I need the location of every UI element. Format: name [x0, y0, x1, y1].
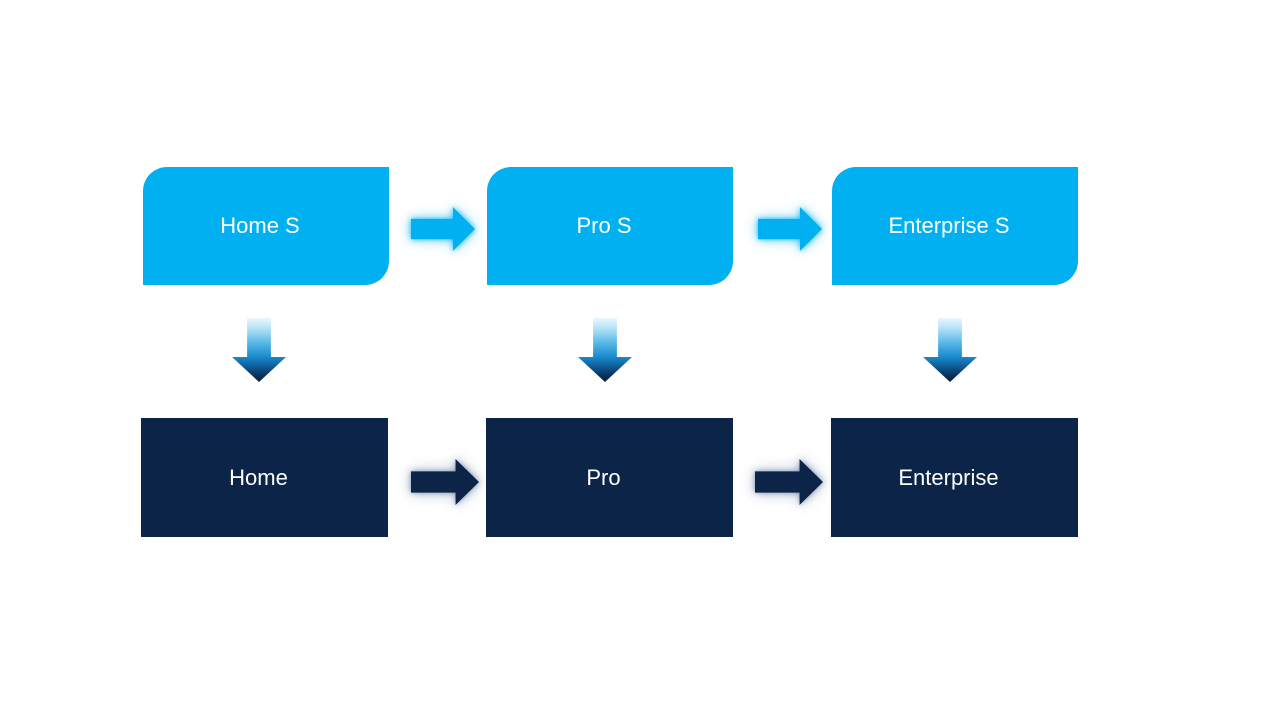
node-enterprise-s: Enterprise S: [832, 167, 1078, 285]
node-home: Home: [141, 418, 388, 537]
node-pro-s: Pro S: [487, 167, 733, 285]
node-label: Pro S: [576, 213, 632, 238]
right-arrow-shape: [411, 207, 475, 251]
down-arrow-icon: [578, 318, 632, 382]
node-label: Home S: [220, 213, 300, 238]
right-arrow-icon: [758, 207, 822, 251]
node-label: Home: [229, 464, 288, 490]
node-label: Enterprise: [898, 464, 999, 490]
right-arrow-icon: [411, 207, 475, 251]
node-label: Enterprise S: [888, 213, 1010, 238]
node-pro: Pro: [486, 418, 733, 537]
right-arrow-icon: [411, 459, 479, 505]
right-arrow-shape: [758, 207, 822, 251]
node-home-s: Home S: [143, 167, 389, 285]
down-arrow-icon: [232, 318, 286, 382]
right-arrow-shape: [755, 459, 823, 505]
down-arrow-icon: [923, 318, 977, 382]
node-enterprise: Enterprise: [831, 418, 1078, 537]
right-arrow-icon: [755, 459, 823, 505]
right-arrow-shape: [411, 459, 479, 505]
node-label: Pro: [586, 464, 621, 490]
